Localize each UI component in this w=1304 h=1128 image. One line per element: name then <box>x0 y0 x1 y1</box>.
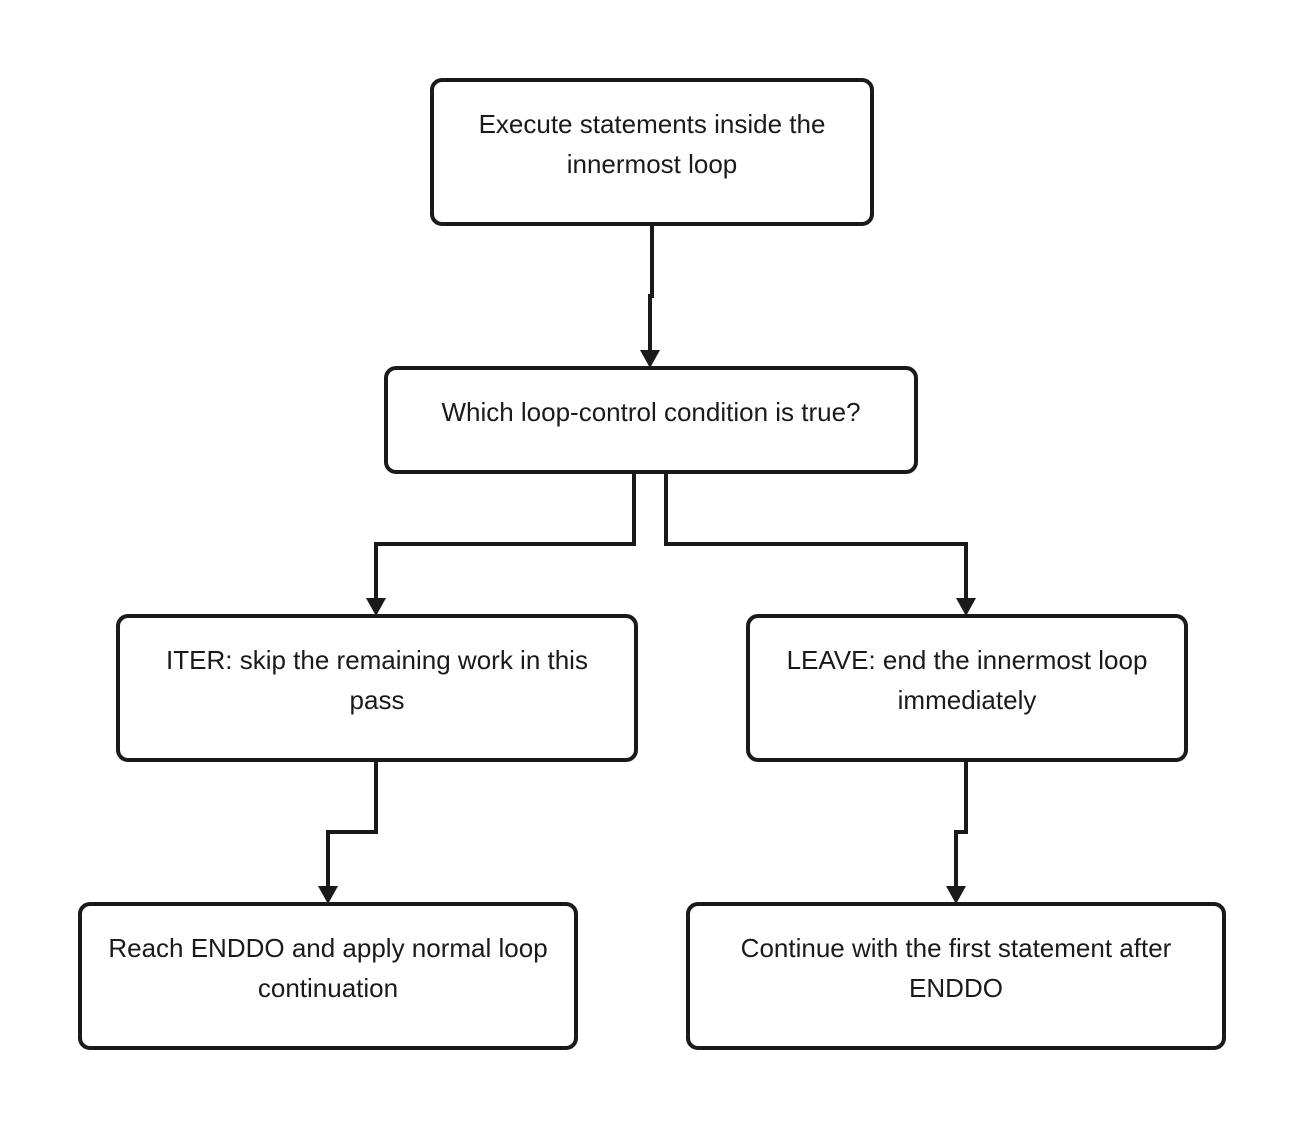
arrowhead-leave-to-after-enddo <box>946 886 966 904</box>
node-enddo-continuation: Reach ENDDO and apply normal loop contin… <box>78 902 578 1050</box>
arrowhead-execute-to-decision <box>640 350 660 368</box>
node-label: Continue with the first statement after … <box>740 933 1172 1003</box>
node-iter: ITER: skip the remaining work in this pa… <box>116 614 638 762</box>
node-label: ITER: skip the remaining work in this pa… <box>166 645 588 715</box>
node-leave: LEAVE: end the innermost loop immediatel… <box>746 614 1188 762</box>
edge-decision-to-leave <box>664 474 968 600</box>
arrowhead-decision-to-iter <box>366 598 386 616</box>
node-label: LEAVE: end the innermost loop immediatel… <box>786 645 1148 715</box>
edge-leave-to-after-enddo <box>954 762 968 888</box>
edge-iter-to-enddo <box>326 762 378 888</box>
edge-execute-to-decision <box>648 226 654 352</box>
node-after-enddo: Continue with the first statement after … <box>686 902 1226 1050</box>
node-label: Execute statements inside the innermost … <box>478 109 826 179</box>
node-label: Reach ENDDO and apply normal loop contin… <box>108 933 548 1003</box>
node-execute-statements: Execute statements inside the innermost … <box>430 78 874 226</box>
arrowhead-decision-to-leave <box>956 598 976 616</box>
node-label: Which loop-control condition is true? <box>441 397 861 427</box>
arrowhead-iter-to-enddo <box>318 886 338 904</box>
node-decision: Which loop-control condition is true? <box>384 366 918 474</box>
edge-decision-to-iter <box>374 474 636 600</box>
